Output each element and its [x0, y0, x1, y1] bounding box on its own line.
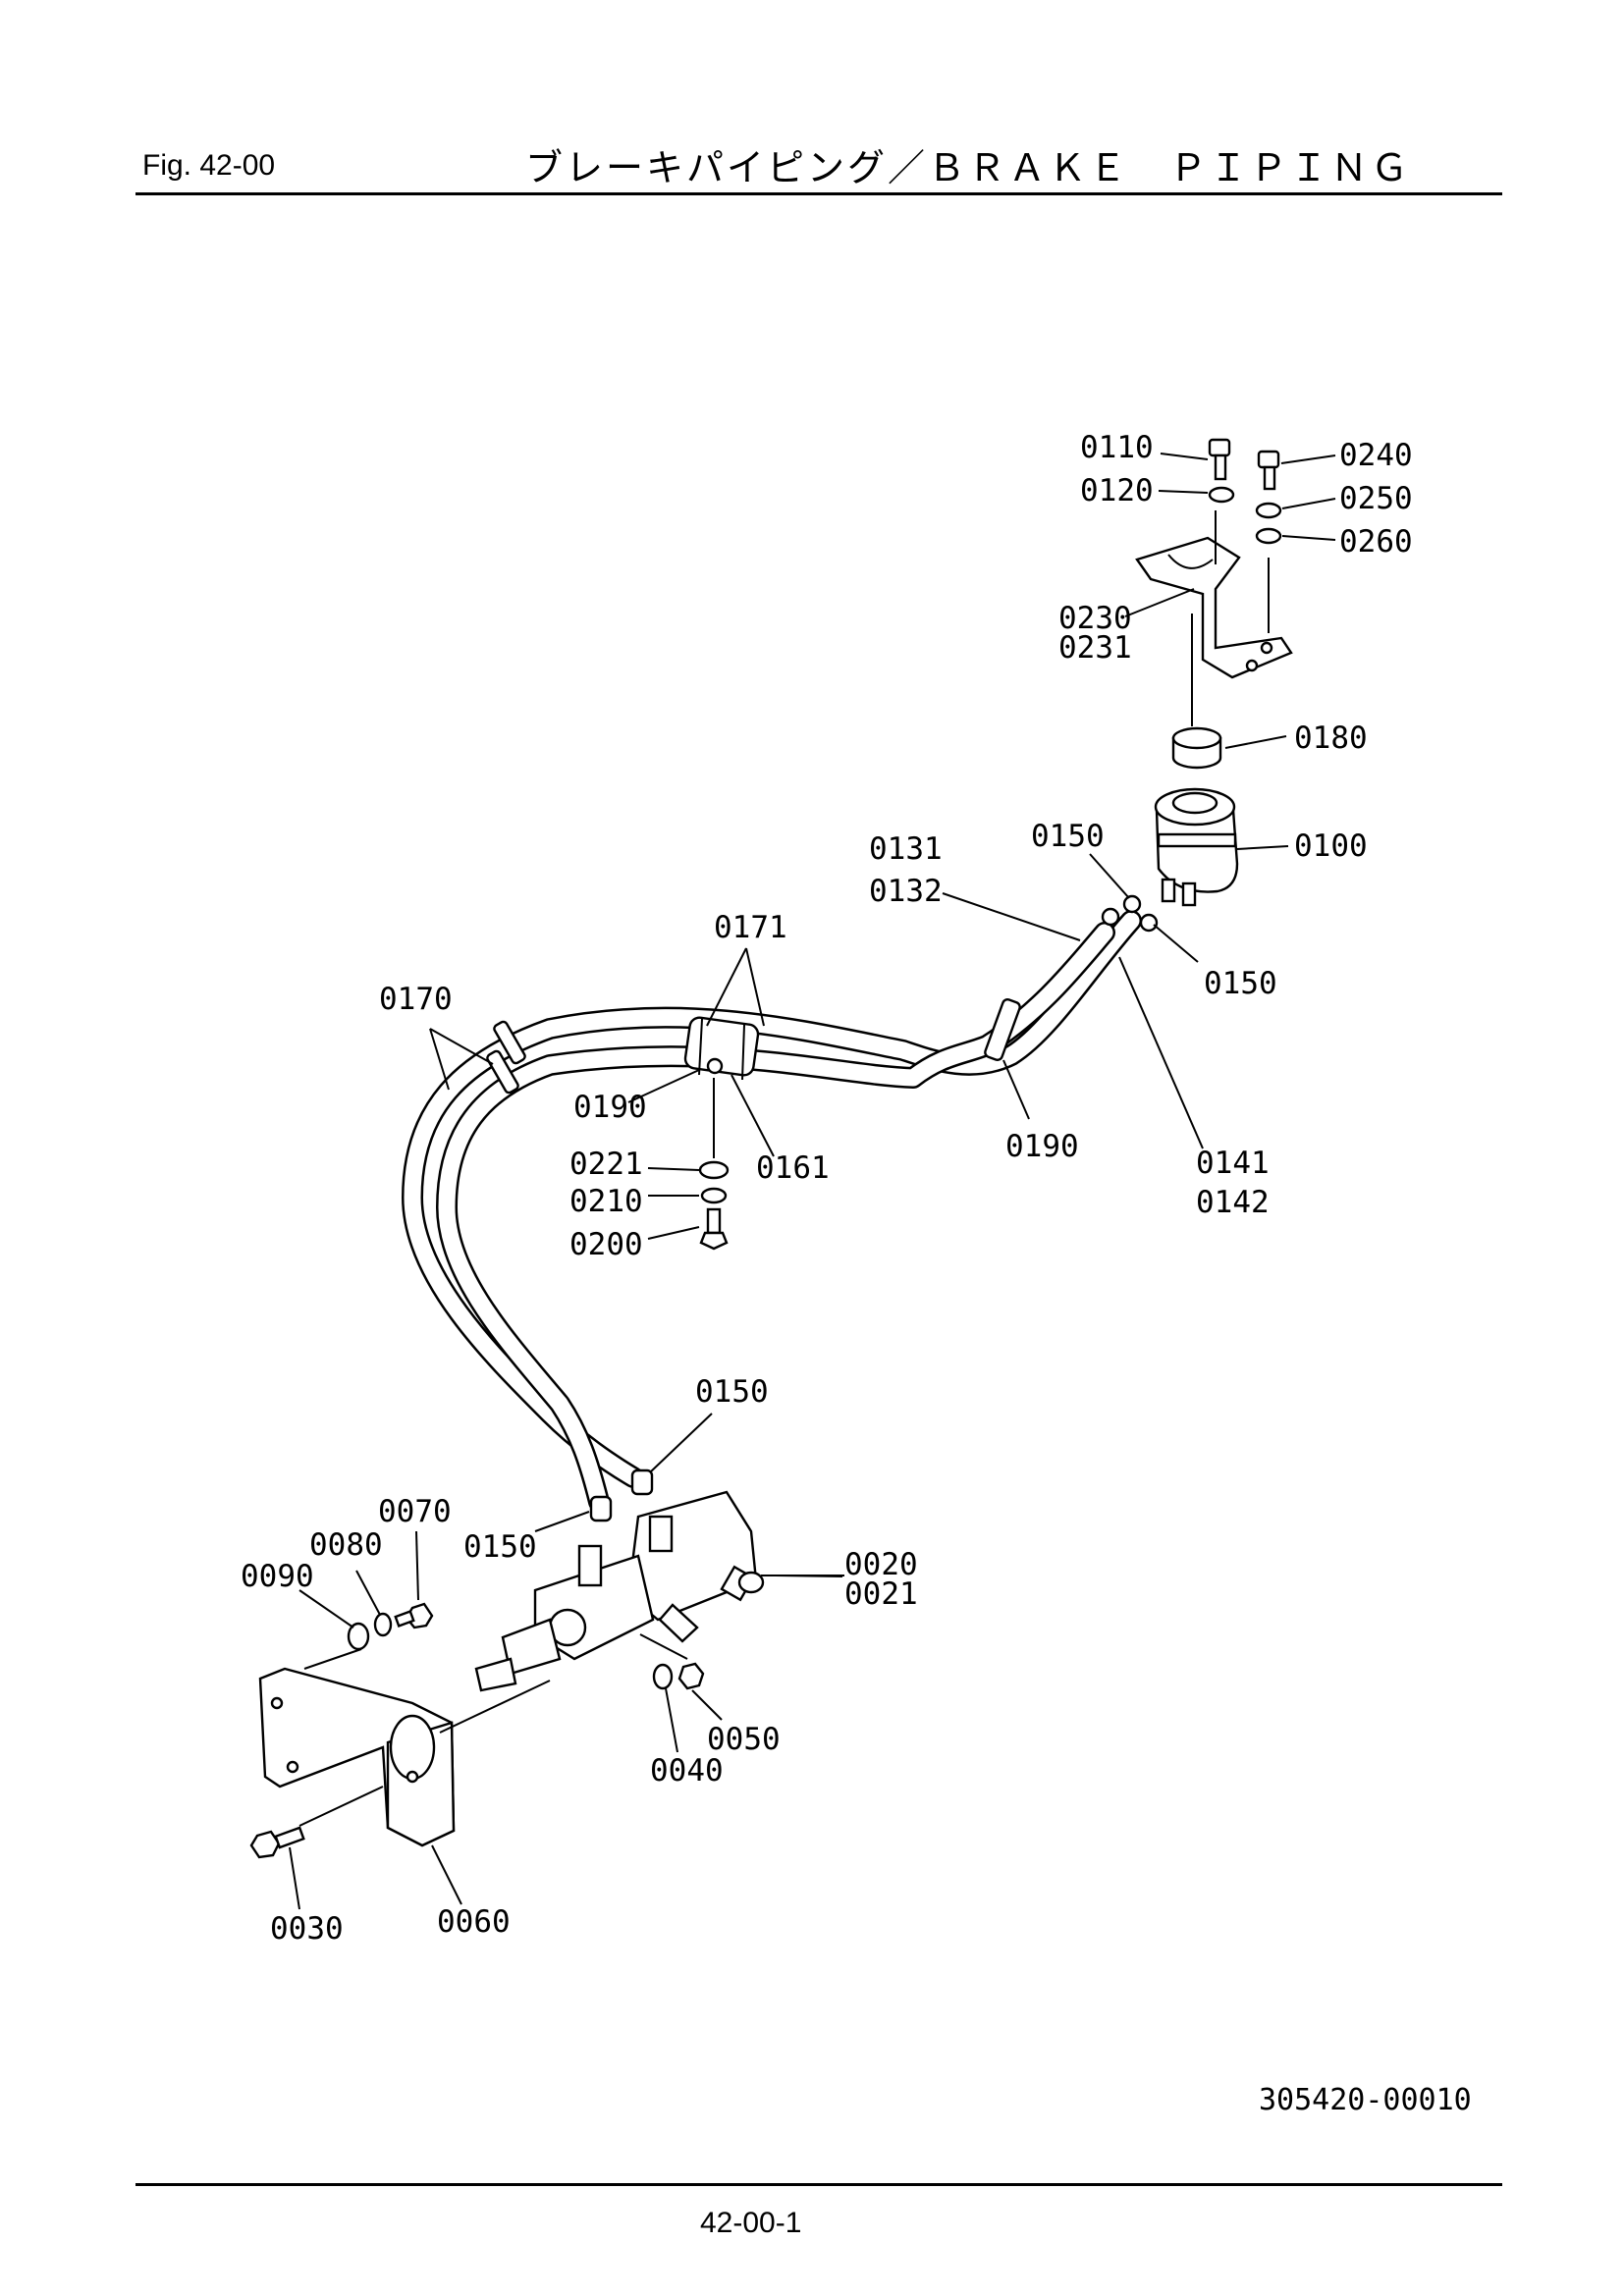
brake-hoses — [402, 910, 1142, 1513]
washer-0120 — [1208, 486, 1235, 504]
washer-0221 — [698, 1160, 730, 1180]
callout-0150-right: 0150 — [1204, 966, 1277, 1001]
callout-0250: 0250 — [1339, 481, 1413, 516]
page-title: ブレーキパイピング／ＢＲＡＫＥ ＰＩＰＩＮＧ — [525, 146, 1412, 189]
callout-0020: 0020 — [844, 1547, 918, 1582]
hose-clamp-0161 — [683, 1016, 760, 1081]
hose-clamp-0190 — [984, 997, 1021, 1062]
callout-0150-mid: 0150 — [695, 1374, 769, 1410]
reservoir-cap-0180 — [1171, 726, 1222, 770]
bolt-0200 — [699, 1207, 729, 1251]
callout-0210: 0210 — [569, 1184, 643, 1219]
callout-0150-top: 0150 — [1031, 819, 1105, 854]
washer-0040 — [652, 1663, 674, 1690]
callout-0240: 0240 — [1339, 438, 1413, 473]
callout-0132: 0132 — [869, 874, 943, 909]
washer-0260 — [1255, 527, 1282, 545]
callout-0171: 0171 — [714, 910, 787, 945]
callout-0110: 0110 — [1080, 430, 1154, 465]
callout-0030: 0030 — [270, 1911, 344, 1947]
callout-0090: 0090 — [241, 1559, 314, 1594]
callout-0080: 0080 — [309, 1527, 383, 1563]
bolt-0030 — [249, 1826, 305, 1859]
washer-0090 — [347, 1622, 370, 1651]
figure-number: Fig. 42-00 — [142, 149, 276, 182]
callout-0150-left: 0150 — [463, 1529, 537, 1565]
bolt-0110 — [1208, 438, 1231, 481]
callout-0021: 0021 — [844, 1576, 918, 1612]
nut-0050 — [677, 1662, 705, 1690]
callout-0141: 0141 — [1196, 1146, 1270, 1181]
callout-0131: 0131 — [869, 831, 943, 867]
mounting-bracket-0060 — [258, 1667, 456, 1847]
washer-0250 — [1255, 502, 1282, 519]
reservoir-bracket — [1135, 536, 1293, 679]
callout-0221: 0221 — [569, 1147, 643, 1182]
callout-0100: 0100 — [1294, 828, 1368, 864]
callout-0161: 0161 — [756, 1150, 830, 1186]
callout-0070: 0070 — [378, 1494, 452, 1529]
hose-clip-0150-top — [1101, 894, 1159, 933]
callout-0260: 0260 — [1339, 524, 1413, 560]
callout-0060: 0060 — [437, 1904, 511, 1940]
callout-0120: 0120 — [1080, 473, 1154, 508]
washer-0210 — [700, 1187, 728, 1204]
callout-0142: 0142 — [1196, 1185, 1270, 1220]
master-cylinder — [474, 1490, 765, 1692]
callout-labels: 0110 0120 0240 0250 0260 0230 0231 0180 … — [241, 430, 1413, 1947]
bolt-0070 — [394, 1602, 434, 1629]
footer-rule — [135, 2183, 1502, 2186]
callout-0231: 0231 — [1058, 630, 1132, 666]
drawing-number: 305420-00010 — [1259, 2083, 1472, 2117]
leader-lines — [289, 453, 1336, 1910]
callout-0200: 0200 — [569, 1227, 643, 1262]
header-rule — [135, 192, 1502, 195]
hose-clip-0150-bottom — [589, 1468, 654, 1522]
washer-0080 — [373, 1612, 393, 1637]
page-number: 42-00-1 — [700, 2207, 802, 2239]
callout-0180: 0180 — [1294, 721, 1368, 756]
bolt-0240 — [1257, 450, 1280, 491]
callout-0170: 0170 — [379, 982, 453, 1017]
callout-0230: 0230 — [1058, 601, 1132, 636]
hose-band-0170 — [486, 1020, 526, 1095]
callout-0190-right: 0190 — [1005, 1129, 1079, 1164]
callout-0040: 0040 — [650, 1753, 724, 1789]
callout-0050: 0050 — [707, 1722, 781, 1757]
reservoir-tank-0100 — [1154, 787, 1239, 907]
callout-0190-left: 0190 — [573, 1090, 647, 1125]
